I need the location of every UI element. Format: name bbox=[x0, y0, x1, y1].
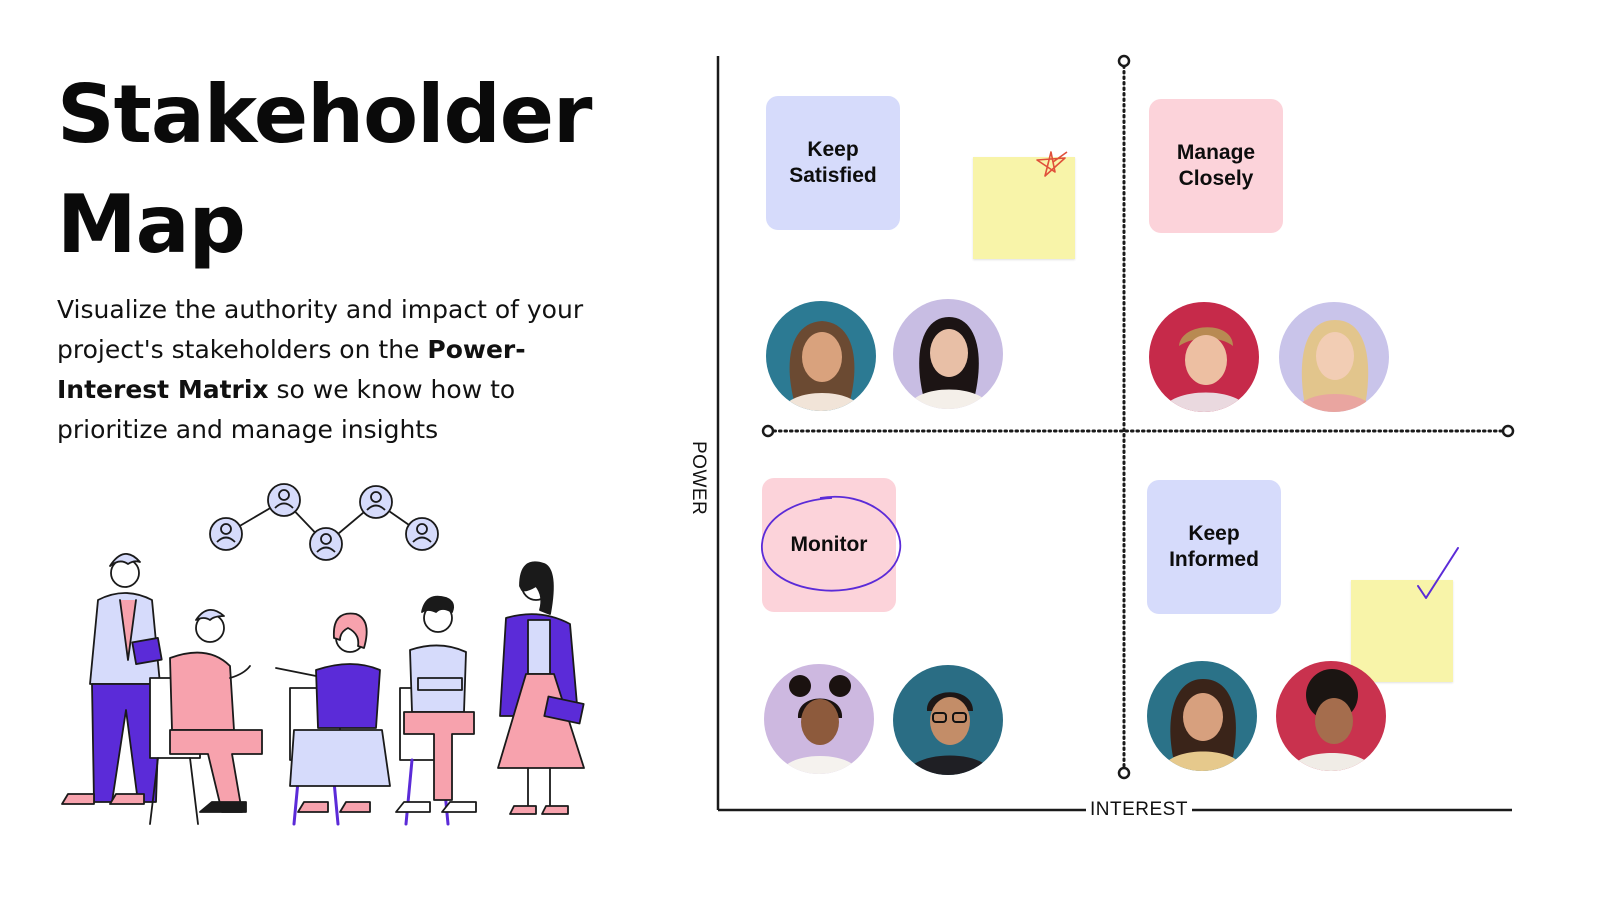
circle-doodle-icon bbox=[761, 495, 902, 592]
stakeholder-avatar-7 bbox=[1147, 661, 1257, 771]
star-doodle-icon bbox=[1036, 151, 1068, 177]
manage-closely-card: Manage Closely bbox=[1149, 99, 1283, 233]
description-part-2: so we know how to prioritize and manage … bbox=[57, 375, 516, 444]
monitor-card: Monitor bbox=[762, 478, 896, 612]
team-meeting-illustration bbox=[61, 483, 585, 826]
title-line-2: Map bbox=[57, 178, 246, 271]
power-interest-matrix: POWER INTEREST Keep Satisfied Manage Clo… bbox=[688, 40, 1560, 840]
stakeholder-avatar-5 bbox=[764, 664, 874, 774]
sticky-note-bottom bbox=[1351, 580, 1453, 682]
page-title: Stakeholder Map bbox=[57, 60, 617, 280]
stakeholder-avatar-4 bbox=[1279, 302, 1389, 412]
x-axis-label: INTEREST bbox=[1086, 800, 1192, 820]
stakeholder-avatar-1 bbox=[766, 301, 876, 411]
stakeholder-avatar-8 bbox=[1276, 661, 1386, 771]
y-axis-label: POWER bbox=[688, 438, 709, 519]
keep-informed-card: Keep Informed bbox=[1147, 480, 1281, 614]
stakeholder-avatar-6 bbox=[893, 665, 1003, 775]
title-line-1: Stakeholder bbox=[57, 68, 592, 161]
stakeholder-avatar-3 bbox=[1149, 302, 1259, 412]
sticky-note-top bbox=[973, 157, 1075, 259]
stakeholder-network-icon bbox=[209, 483, 439, 561]
checkmark-icon bbox=[1417, 547, 1459, 599]
description-part-1: Visualize the authority and impact of yo… bbox=[57, 295, 584, 364]
stakeholder-avatar-2 bbox=[893, 299, 1003, 409]
description-bold: Power-Interest Matrix bbox=[57, 335, 526, 404]
description: Visualize the authority and impact of yo… bbox=[57, 290, 617, 450]
keep-satisfied-card: Keep Satisfied bbox=[766, 96, 900, 230]
